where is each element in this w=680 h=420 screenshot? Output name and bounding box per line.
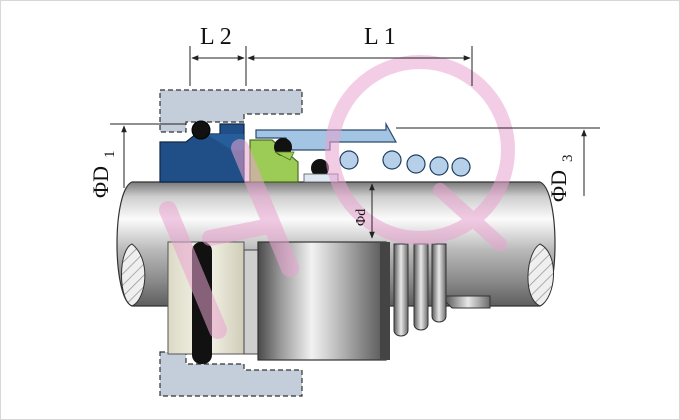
face-oring xyxy=(274,138,292,156)
gland-bottom xyxy=(159,351,303,397)
label-d3-sub: 3 xyxy=(560,155,576,163)
dimension-lines xyxy=(110,46,600,239)
label-l1: L 1 xyxy=(364,24,396,50)
shaft-left-section xyxy=(121,243,146,307)
label-d1: ΦD xyxy=(88,166,113,198)
label-d1-group: ΦD 1 xyxy=(88,151,118,199)
label-d1-sub: 1 xyxy=(102,151,118,159)
label-l2: L 2 xyxy=(200,24,232,50)
label-d-group: Φd xyxy=(354,209,369,226)
gland-top xyxy=(159,89,303,133)
label-d3-group: ΦD 3 xyxy=(546,155,576,203)
shaft-oring xyxy=(311,159,329,177)
seat-oring xyxy=(191,120,211,140)
shaft-right-section xyxy=(527,243,554,307)
watermark-logo xyxy=(159,55,515,339)
label-d3: ΦD xyxy=(546,170,571,202)
spring-coils-top xyxy=(339,150,471,177)
label-d: Φd xyxy=(354,209,369,226)
spring-coils-bottom xyxy=(393,243,491,337)
